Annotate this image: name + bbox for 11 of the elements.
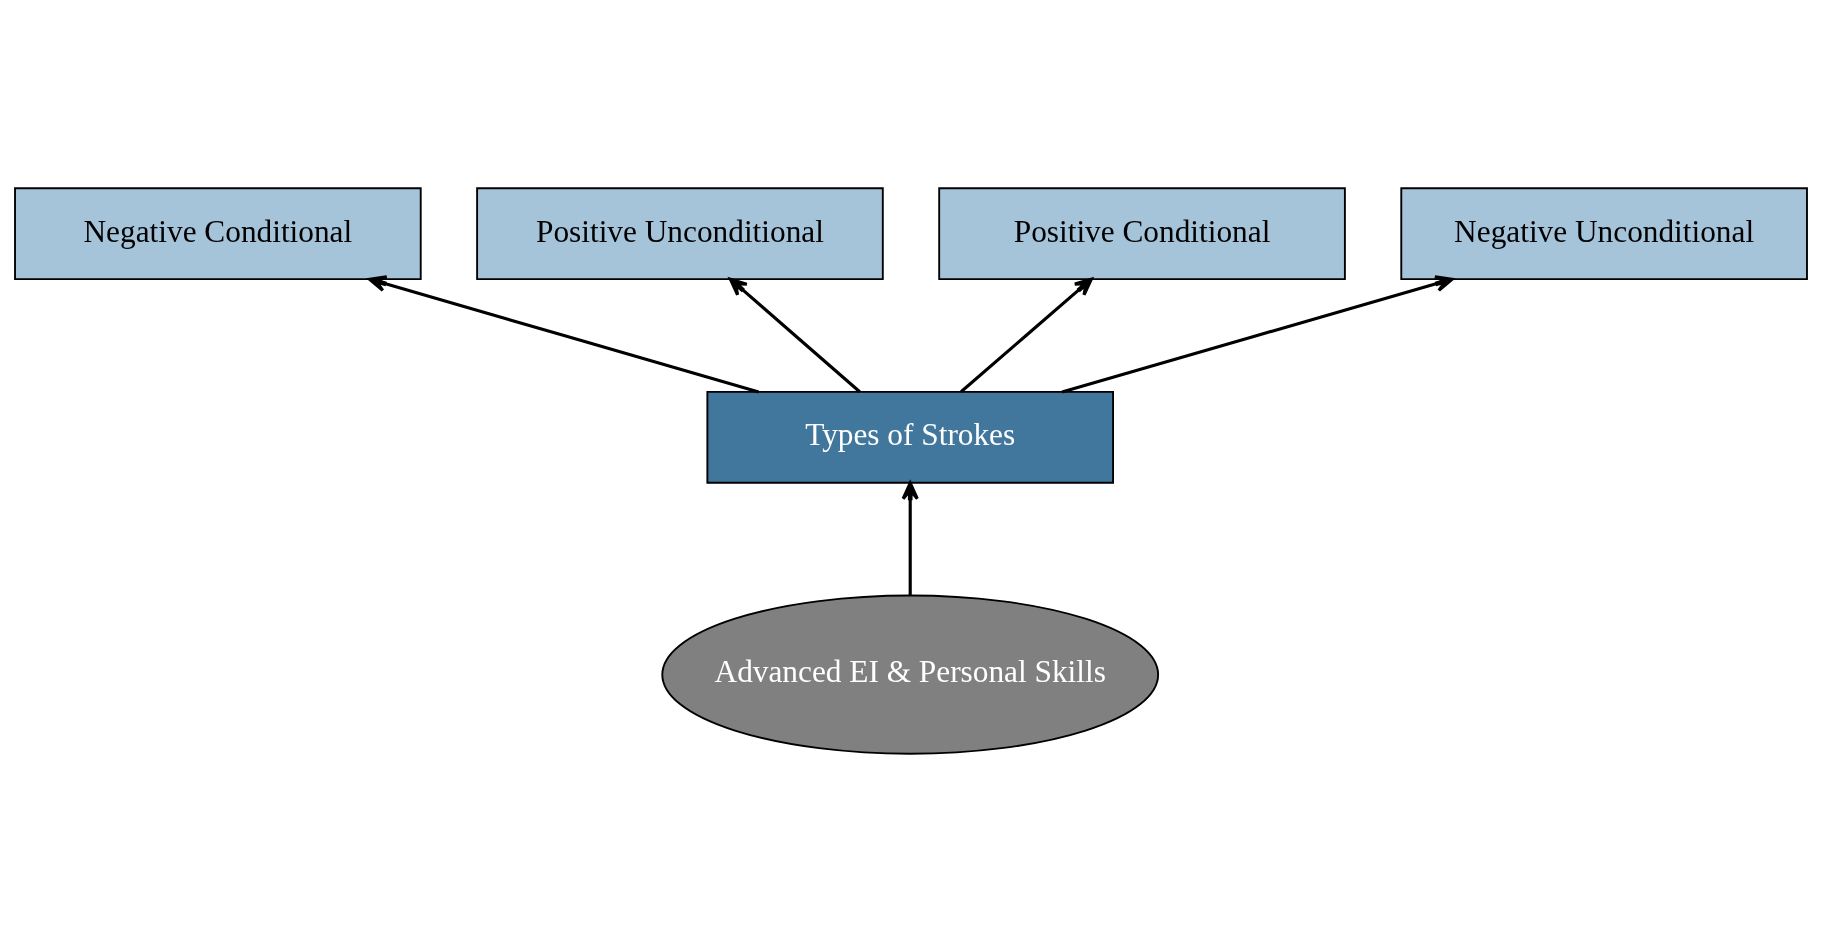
node-ellipse: Advanced EI & Personal Skills: [661, 594, 1160, 755]
arrow: [960, 277, 1093, 393]
arrow: [901, 481, 919, 595]
node-box: Negative Conditional: [14, 186, 422, 280]
node-box: Positive Unconditional: [476, 186, 884, 280]
arrow: [728, 277, 861, 393]
arrow: [368, 274, 760, 393]
node-box: Types of Strokes: [706, 390, 1114, 484]
node-box: Positive Conditional: [938, 186, 1346, 280]
arrow: [1061, 274, 1454, 393]
node-box: Negative Unconditional: [1400, 186, 1808, 280]
